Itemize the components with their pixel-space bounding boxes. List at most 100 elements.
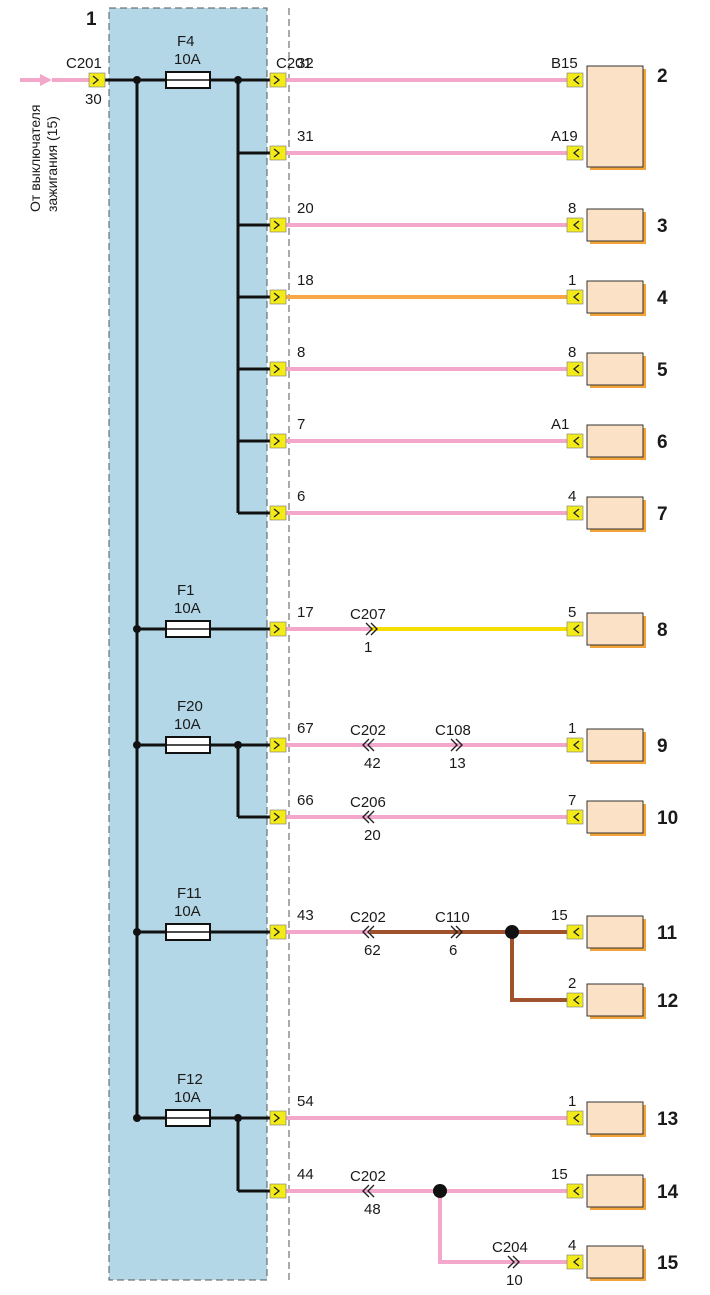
fusebox-pin: 31 bbox=[297, 128, 314, 145]
component-pin: 15 bbox=[551, 907, 568, 924]
component-pin: 7 bbox=[568, 792, 576, 809]
fusebox-pin: 17 bbox=[297, 604, 314, 621]
inline-connector-name: C110 bbox=[435, 909, 470, 926]
component-terminal-chevron bbox=[572, 1113, 580, 1123]
component-9 bbox=[586, 728, 644, 762]
fuse-rating: 10A bbox=[174, 716, 201, 733]
fuse-name: F20 bbox=[177, 698, 203, 715]
fuse-rating: 10A bbox=[174, 1089, 201, 1106]
input-label-line1: От выключателя bbox=[27, 105, 43, 212]
inline-connector-name: C207 bbox=[350, 606, 386, 623]
component-terminal-chevron bbox=[572, 624, 580, 634]
component-number: 6 bbox=[657, 432, 668, 453]
fusebox-terminal-chevron bbox=[273, 812, 281, 822]
fusebox-pin: 43 bbox=[297, 907, 314, 924]
output-connector-name: C201 bbox=[276, 55, 312, 72]
terminals-layer bbox=[88, 72, 584, 1270]
fusebox-terminal-chevron bbox=[273, 1113, 281, 1123]
fusebox-terminal-chevron bbox=[273, 740, 281, 750]
component-15 bbox=[586, 1245, 644, 1279]
junction-dot bbox=[133, 741, 141, 749]
inline-connector-second bbox=[370, 622, 378, 636]
component-terminal-chevron bbox=[572, 292, 580, 302]
inline-connector bbox=[367, 1184, 375, 1198]
fuse-name: F12 bbox=[177, 1071, 203, 1088]
component-13 bbox=[586, 1101, 644, 1135]
component-pin: 1 bbox=[568, 272, 576, 289]
block-label: 1 bbox=[86, 9, 97, 30]
inline-connector-name: C202 bbox=[350, 909, 386, 926]
component-pin: 15 bbox=[551, 1166, 568, 1183]
component-number: 13 bbox=[657, 1109, 678, 1130]
fusebox-pin: 44 bbox=[297, 1166, 314, 1183]
junction-dot bbox=[234, 76, 242, 84]
inline-connector-pin: 6 bbox=[449, 942, 457, 959]
junction-dot bbox=[234, 1114, 242, 1122]
wire bbox=[510, 932, 574, 1002]
junction-dot bbox=[133, 1114, 141, 1122]
component-pin: A1 bbox=[551, 416, 569, 433]
fusebox-pin: 66 bbox=[297, 792, 314, 809]
component-number: 2 bbox=[657, 66, 668, 87]
component-number: 11 bbox=[657, 923, 678, 944]
fusebox-pin: 8 bbox=[297, 344, 305, 361]
component-number: 8 bbox=[657, 620, 668, 641]
inline-connector-pin: 62 bbox=[364, 942, 381, 959]
inline-connector-second bbox=[455, 738, 463, 752]
component-pin: 8 bbox=[568, 344, 576, 361]
inline-connector-pin: 48 bbox=[364, 1201, 381, 1218]
component-pin: 8 bbox=[568, 200, 576, 217]
inline-connector-name: C108 bbox=[435, 722, 471, 739]
inline-connector bbox=[450, 738, 458, 752]
fusebox-pin: 7 bbox=[297, 416, 305, 433]
component-8 bbox=[586, 612, 644, 646]
inline-connector-name: C204 bbox=[492, 1239, 528, 1256]
component-terminal-chevron bbox=[572, 148, 580, 158]
inline-connector-pin: 1 bbox=[364, 639, 372, 656]
component-pin: 2 bbox=[568, 975, 576, 992]
inline-connector-second bbox=[362, 738, 370, 752]
inline-connector-second bbox=[362, 1184, 370, 1198]
fusebox-pin: 20 bbox=[297, 200, 314, 217]
fusebox-pin: 6 bbox=[297, 488, 305, 505]
component-terminal-chevron bbox=[572, 740, 580, 750]
component-terminal-chevron bbox=[572, 364, 580, 374]
fusebox-pin: 32 bbox=[297, 55, 314, 72]
component-number: 7 bbox=[657, 504, 668, 525]
component-terminal-chevron bbox=[572, 1257, 580, 1267]
component-number: 12 bbox=[657, 991, 678, 1012]
component-pin: 5 bbox=[568, 604, 576, 621]
component-number: 3 bbox=[657, 216, 668, 237]
input-terminal-chevron bbox=[92, 75, 100, 85]
fusebox-terminal-chevron bbox=[273, 624, 281, 634]
fuse-rating: 10A bbox=[174, 600, 201, 617]
fusebox-pin: 54 bbox=[297, 1093, 314, 1110]
component-number: 4 bbox=[657, 288, 668, 309]
components-layer bbox=[586, 65, 646, 1281]
fusebox-terminal-chevron bbox=[273, 148, 281, 158]
inline-connector-name: C206 bbox=[350, 794, 386, 811]
bus-layer bbox=[105, 76, 519, 1198]
inline-connector bbox=[507, 1255, 515, 1269]
inline-connector-second bbox=[512, 1255, 520, 1269]
component-number: 15 bbox=[657, 1253, 679, 1274]
fusebox-terminal-chevron bbox=[273, 1186, 281, 1196]
component-terminal-chevron bbox=[572, 220, 580, 230]
junction-dot bbox=[133, 76, 141, 84]
input-connector-pin: 30 bbox=[85, 91, 102, 108]
fuse-name: F11 bbox=[177, 885, 202, 902]
component-number: 9 bbox=[657, 736, 668, 757]
input-label-line2: зажигания (15) bbox=[44, 116, 60, 212]
inline-connector-second bbox=[362, 810, 370, 824]
splice-dot bbox=[433, 1184, 447, 1198]
component-number: 10 bbox=[657, 808, 678, 829]
component-terminal-chevron bbox=[572, 436, 580, 446]
inline-connector-pin: 10 bbox=[506, 1272, 523, 1289]
splice-dot bbox=[505, 925, 519, 939]
component-6 bbox=[586, 424, 644, 458]
fusebox-terminal-chevron bbox=[273, 364, 281, 374]
fusebox-terminal-chevron bbox=[273, 292, 281, 302]
component-pin: 1 bbox=[568, 1093, 576, 1110]
